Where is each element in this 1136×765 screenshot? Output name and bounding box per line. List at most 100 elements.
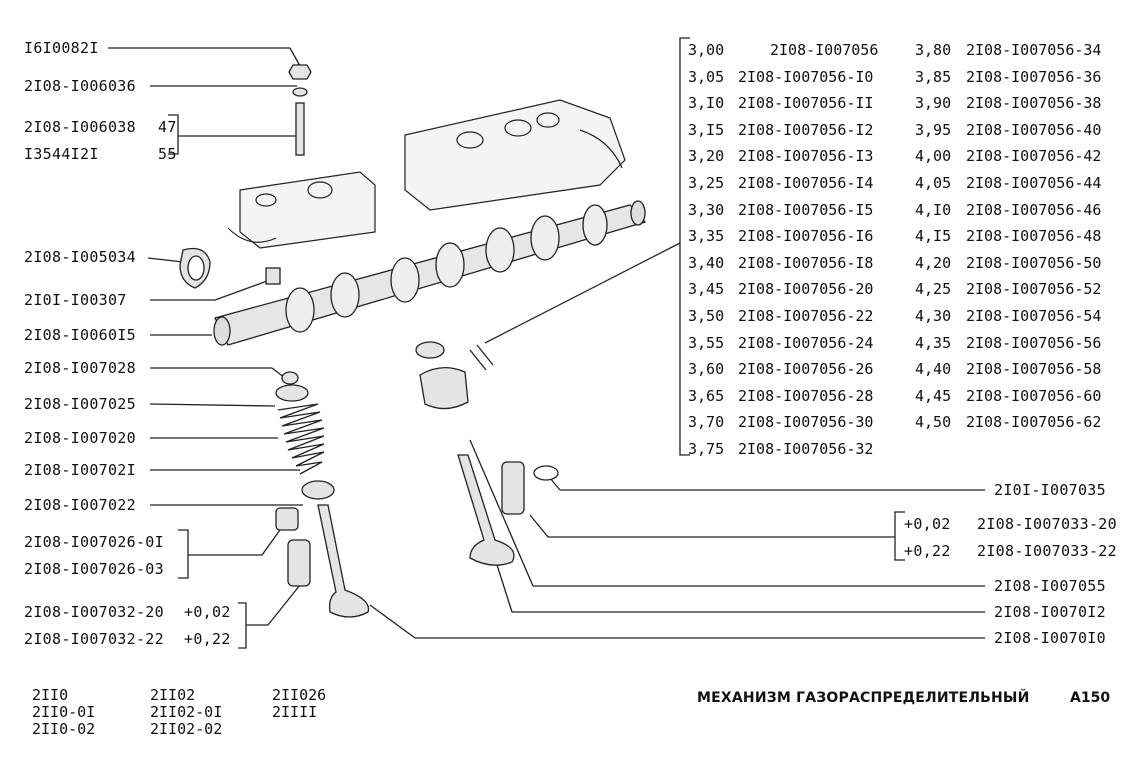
shim-thickness-right-4: 4,00	[915, 147, 952, 166]
label-outer-spring: 2I08-I007020	[24, 429, 136, 447]
stud-shape	[295, 102, 305, 156]
label-nut: I6I0082I	[24, 39, 99, 57]
bracket-guide	[238, 602, 247, 649]
page-title: МЕХАНИЗМ ГАЗОРАСПРЕДЕЛИТЕЛЬНЫЙ	[697, 690, 1030, 706]
valve-guide-shape	[287, 539, 311, 587]
shim-thickness-right-6: 4,I0	[915, 200, 952, 219]
shim-thickness-right-3: 3,95	[915, 120, 952, 139]
shim-part-right-2: 2I08-I007056-38	[966, 94, 1102, 113]
label-stem-seal-a: 2I08-I007026-0I	[24, 533, 164, 551]
shim-part-left-10: 2I08-I007056-22	[738, 307, 874, 325]
label-guide-r-b: 2I08-I007033-22	[977, 542, 1117, 560]
shim-part-right-5: 2I08-I007056-44	[966, 174, 1102, 192]
valve-guide-r-shape	[501, 461, 525, 515]
shim-part-right-9: 2I08-I007056-52	[966, 280, 1102, 299]
shim-part-left-5: 2I08-I007056-I4	[738, 174, 874, 192]
leader-seal	[147, 257, 184, 263]
exhaust-valve-shape	[457, 454, 515, 566]
label-bushing: 2I0I-I00307	[24, 291, 127, 309]
shim-thickness-left-14: 3,70	[688, 413, 725, 432]
model-21111: 2IIII	[272, 703, 318, 721]
label-inner-spring: 2I08-I00702I	[24, 461, 136, 479]
bracket-studs	[168, 114, 179, 155]
shim-thickness-left-15: 3,75	[688, 440, 725, 458]
shim-thickness-right-13: 4,45	[915, 386, 952, 405]
shim-thickness-left-11: 3,55	[688, 333, 725, 352]
shim-part-right-0: 2I08-I007056-34	[966, 41, 1102, 59]
shim-shape	[415, 341, 445, 359]
label-stem-seal-b: 2I08-I007026-03	[24, 560, 164, 578]
shim-thickness-right-5: 4,05	[915, 174, 952, 192]
label-camshaft: 2I08-I0060I5	[24, 326, 136, 344]
shim-thickness-right-11: 4,35	[915, 333, 952, 352]
model-211026: 2II026	[272, 686, 327, 704]
shim-part-right-8: 2I08-I007056-50	[966, 253, 1102, 272]
shim-thickness-left-13: 3,65	[688, 386, 725, 405]
shim-thickness-left-12: 3,60	[688, 360, 725, 379]
stem-seal-shape	[275, 507, 299, 531]
shim-part-right-1: 2I08-I007056-36	[966, 67, 1102, 86]
bearing-housing-right	[404, 99, 626, 211]
model-2110-02: 2II0-02	[32, 720, 96, 738]
shim-thickness-left-8: 3,40	[688, 253, 725, 272]
shim-part-right-10: 2I08-I007056-54	[966, 307, 1102, 325]
shim-part-left-4: 2I08-I007056-I3	[738, 147, 874, 166]
shim-thickness-left-1: 3,05	[688, 67, 725, 86]
shim-thickness-left-2: 3,I0	[688, 94, 725, 113]
shim-part-left-2: 2I08-I007056-II	[738, 94, 874, 113]
shim-part-right-6: 2I08-I007056-46	[966, 200, 1102, 219]
shim-thickness-right-0: 3,80	[915, 41, 952, 59]
tappet-shape	[419, 367, 469, 410]
label-guide-b-oversize: +0,22	[184, 630, 231, 648]
spring-plate-shape	[275, 384, 309, 402]
leader-spring-plate	[149, 403, 276, 407]
spring-seat-shape	[301, 480, 335, 500]
shim-part-right-12: 2I08-I007056-58	[966, 360, 1102, 379]
label-guide-r-b-oversize: +0,22	[904, 542, 951, 560]
shim-part-right-11: 2I08-I007056-56	[966, 333, 1102, 352]
shim-thickness-right-12: 4,40	[915, 360, 952, 379]
shim-thickness-left-10: 3,50	[688, 307, 725, 325]
intake-valve-shape	[317, 504, 370, 618]
shim-part-right-14: 2I08-I007056-62	[966, 413, 1102, 432]
shim-part-left-0: 2I08-I007056	[770, 41, 879, 59]
label-guide-r-a-oversize: +0,02	[904, 515, 951, 533]
label-spring-seat: 2I08-I007022	[24, 496, 136, 514]
shim-thickness-right-14: 4,50	[915, 413, 952, 432]
shim-thickness-right-8: 4,20	[915, 253, 952, 272]
shim-part-left-12: 2I08-I007056-26	[738, 360, 874, 379]
model-2110: 2II0	[32, 686, 69, 704]
shim-table-bracket	[679, 37, 690, 456]
washer-shape	[292, 87, 308, 97]
label-guide-r: 2I08-I007055	[994, 577, 1106, 595]
label-exhaust-valve: 2I08-I0070I2	[994, 603, 1106, 621]
shim-part-left-8: 2I08-I007056-I8	[738, 253, 874, 272]
shim-thickness-left-9: 3,45	[688, 280, 725, 299]
bearing-housing-left	[239, 171, 376, 249]
shim-thickness-left-7: 3,35	[688, 227, 725, 246]
page-code: A150	[1070, 690, 1111, 706]
label-washer: 2I08-I006036	[24, 77, 136, 95]
label-stud-a-size: 47	[158, 118, 177, 136]
label-ring: 2I0I-I007035	[994, 481, 1106, 499]
model-21102-02: 2II02-02	[150, 720, 223, 738]
shim-part-left-3: 2I08-I007056-I2	[738, 120, 874, 139]
shim-thickness-left-3: 3,I5	[688, 120, 725, 139]
label-stud-a: 2I08-I006038	[24, 118, 136, 136]
shim-thickness-left-6: 3,30	[688, 200, 725, 219]
shim-part-left-7: 2I08-I007056-I6	[738, 227, 874, 246]
label-keeper: 2I08-I007028	[24, 359, 136, 377]
label-spring-plate: 2I08-I007025	[24, 395, 136, 413]
shim-part-right-3: 2I08-I007056-40	[966, 120, 1102, 139]
label-stud-b-size: 55	[158, 145, 177, 163]
shim-part-left-9: 2I08-I007056-20	[738, 280, 874, 299]
shim-part-left-11: 2I08-I007056-24	[738, 333, 874, 352]
shim-part-left-14: 2I08-I007056-30	[738, 413, 874, 432]
shim-thickness-right-9: 4,25	[915, 280, 952, 299]
label-guide-a-oversize: +0,02	[184, 603, 231, 621]
shim-part-right-4: 2I08-I007056-42	[966, 147, 1102, 166]
shim-thickness-right-10: 4,30	[915, 307, 952, 325]
shim-thickness-left-5: 3,25	[688, 174, 725, 192]
shim-part-left-1: 2I08-I007056-I0	[738, 67, 874, 86]
